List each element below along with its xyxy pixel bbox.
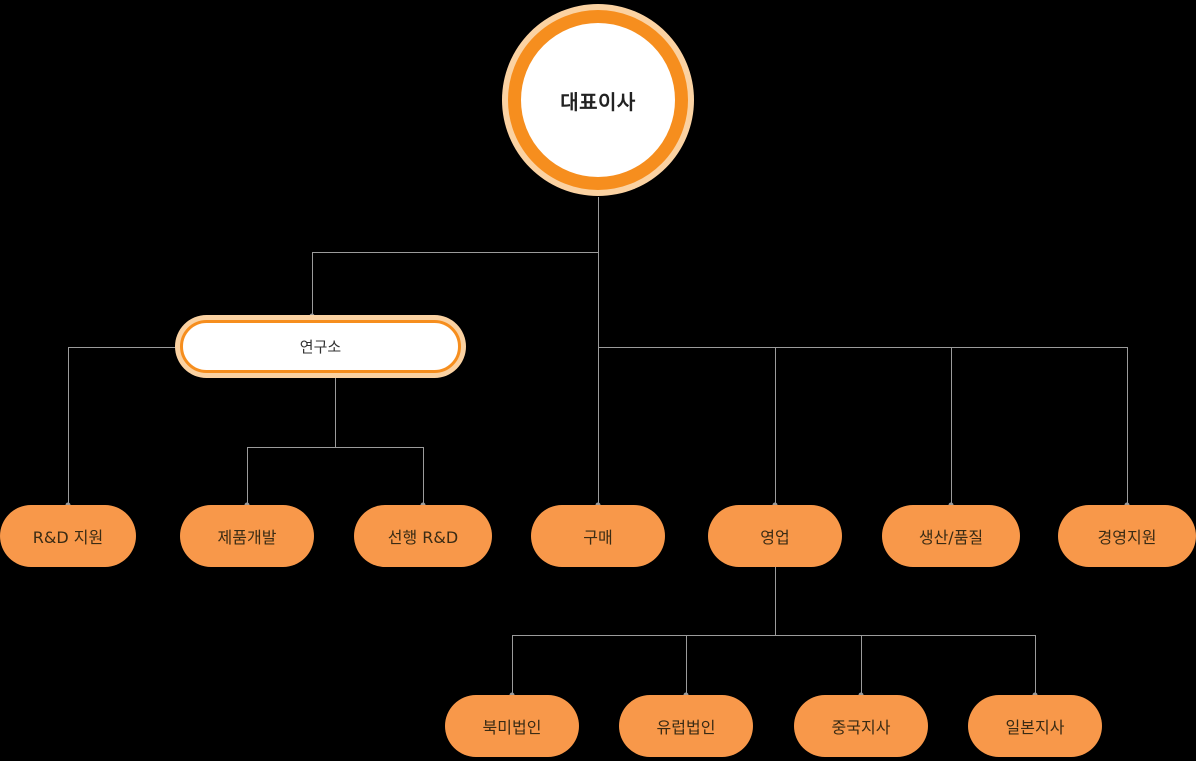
connector-research-left-horizontal (68, 347, 176, 348)
connector-production-drop (951, 347, 952, 505)
node-label: 제품개발 (217, 528, 277, 547)
connector-management-drop (1127, 347, 1128, 505)
node-research-ring: 연구소 (180, 320, 461, 373)
node-ceo-ring: 대표이사 (508, 10, 688, 190)
node-product-development: 제품개발 (180, 505, 314, 567)
connector-sales-bottom-drop (775, 567, 776, 635)
node-label: 경영지원 (1097, 528, 1157, 547)
node-label: 구매 (583, 528, 613, 547)
node-advanced-rnd: 선행 R&D (354, 505, 492, 567)
connector-sales-children-horizontal (512, 635, 1036, 636)
node-label: 생산/품질 (918, 528, 984, 547)
node-research: 연구소 (175, 315, 466, 378)
node-purchasing: 구매 (531, 505, 665, 567)
connector-rnd-support-drop (68, 347, 69, 505)
node-label: 북미법인 (482, 718, 542, 737)
node-ceo: 대표이사 (502, 4, 694, 196)
node-north-america: 북미법인 (445, 695, 579, 757)
node-china: 중국지사 (794, 695, 928, 757)
connector-research-children-horizontal (247, 447, 424, 448)
node-rnd-support: R&D 지원 (0, 505, 136, 567)
connector-north-america-drop (512, 635, 513, 695)
node-label: 중국지사 (831, 718, 891, 737)
node-sales: 영업 (708, 505, 842, 567)
node-research-label: 연구소 (299, 338, 342, 356)
connector-china-drop (861, 635, 862, 695)
node-label: 선행 R&D (387, 528, 459, 547)
connector-main-horizontal (598, 347, 1128, 348)
connector-europe-drop (686, 635, 687, 695)
node-europe: 유럽법인 (619, 695, 753, 757)
connector-advanced-rnd-drop (423, 447, 424, 505)
node-label: 유럽법인 (656, 718, 716, 737)
connector-product-dev-drop (247, 447, 248, 505)
connector-ceo-vertical (598, 197, 599, 505)
connector-sales-drop (775, 347, 776, 505)
node-production-quality: 생산/품질 (882, 505, 1020, 567)
node-label: 일본지사 (1005, 718, 1065, 737)
node-management-support: 경영지원 (1058, 505, 1196, 567)
node-label: 영업 (760, 528, 790, 547)
connector-research-drop (312, 252, 313, 316)
node-label: R&D 지원 (32, 528, 104, 547)
connector-research-branch-horizontal (312, 252, 599, 253)
connector-research-bottom-drop (335, 378, 336, 448)
node-japan: 일본지사 (968, 695, 1102, 757)
node-ceo-label: 대표이사 (560, 89, 636, 114)
connector-japan-drop (1035, 635, 1036, 695)
